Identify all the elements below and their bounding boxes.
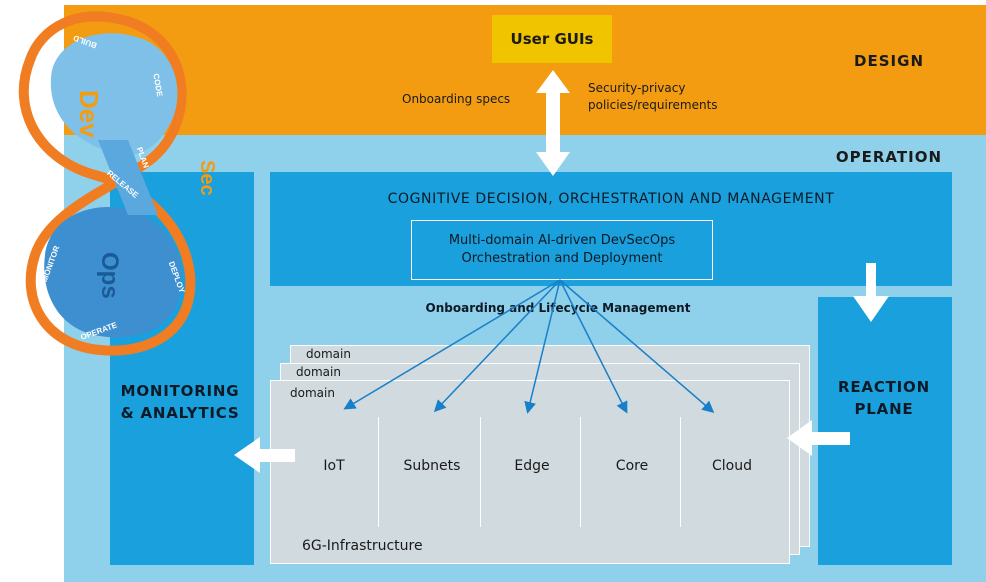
orchestration-line-1: Multi-domain AI-driven DevSecOps <box>448 233 676 248</box>
user-guis-box: User GUIs <box>492 15 612 63</box>
operation-label: OPERATION <box>835 148 942 166</box>
infinity-cross-band <box>98 140 158 215</box>
arrow-down-reaction <box>853 263 889 322</box>
stage-test: TEST <box>36 102 48 124</box>
devsecops-orchestration-box: Multi-domain AI-driven DevSecOps Orchest… <box>411 220 713 280</box>
lifecycle-label: Onboarding and Lifecycle Management <box>425 301 691 315</box>
dev-text: Dev <box>74 90 104 138</box>
domain-label-front: domain <box>290 386 335 400</box>
cognitive-decision-panel <box>270 172 952 286</box>
reaction-plane-panel <box>818 297 952 565</box>
orchestration-line-2: Orchestration and Deployment <box>461 251 663 266</box>
segment-subnets: Subnets <box>403 458 461 474</box>
lifecycle-fanout-arrows <box>343 279 715 414</box>
infinity-outer-loop <box>18 11 196 356</box>
segment-edge: Edge <box>514 458 550 474</box>
segment-divider <box>580 417 581 527</box>
monitoring-analytics-label: MONITORING & ANALYTICS <box>110 380 250 424</box>
monitoring-line-1: MONITORING <box>120 382 240 400</box>
sec-text: Sec <box>196 160 218 196</box>
domain-label-middle: domain <box>296 365 341 379</box>
onboarding-specs-label: Onboarding specs <box>402 92 511 106</box>
cognitive-title: COGNITIVE DECISION, ORCHESTRATION AND MA… <box>387 191 835 207</box>
segment-divider <box>480 417 481 527</box>
stage-code: CODE <box>151 73 164 98</box>
ops-text: Ops <box>96 252 123 299</box>
segment-cloud: Cloud <box>712 458 752 474</box>
segment-divider <box>680 417 681 527</box>
double-arrow-user-gui <box>536 70 570 176</box>
segment-divider <box>378 417 379 527</box>
reaction-plane-label: REACTION PLANE <box>818 376 950 420</box>
arrow-left-into-domains <box>787 420 850 456</box>
monitoring-line-2: & ANALYTICS <box>120 404 240 422</box>
arrow-left-to-monitoring <box>234 437 295 473</box>
security-line-2: policies/requirements <box>588 98 718 112</box>
infinity-dev-loop <box>50 33 178 155</box>
segment-iot: IoT <box>323 458 345 474</box>
reaction-line-2: PLANE <box>854 400 914 418</box>
infrastructure-label: 6G-Infrastructure <box>302 538 423 554</box>
design-label: DESIGN <box>854 52 924 70</box>
security-line-1: Security-privacy <box>588 81 686 95</box>
devsecops-infinity-logo: Dev Sec Ops BUILD CODE TEST PLAN RELEASE… <box>18 11 218 356</box>
security-privacy-label: Security-privacy policies/requirements <box>588 80 718 114</box>
infinity-ops-loop <box>44 207 182 338</box>
domain-label-back: domain <box>306 347 351 361</box>
reaction-line-1: REACTION <box>838 378 930 396</box>
segment-core: Core <box>615 458 649 474</box>
